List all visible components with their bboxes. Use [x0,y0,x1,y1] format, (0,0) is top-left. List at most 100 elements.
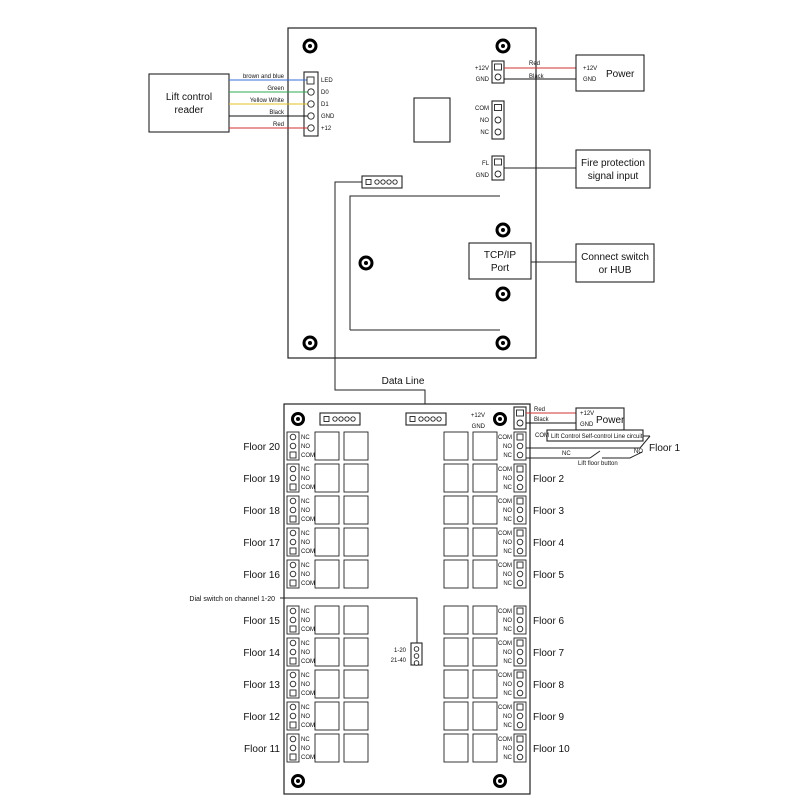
terminal-pin [516,579,524,587]
top-power-pin-12v: +12V [475,66,489,72]
terminal-pin [516,721,524,729]
floor-label-left: Floor 14 [243,648,280,659]
ext-power-black-label: Black [534,417,550,423]
left-pin-label: NO [301,444,310,450]
left-pin-label: NC [301,499,310,505]
terminal-pin [289,433,297,441]
terminal-pin [289,547,297,555]
relay-module [343,559,369,589]
wire-label-12: Red [273,122,284,128]
right-pin-label: COM [498,499,512,505]
terminal-pin [289,616,297,624]
left-pin-label: COM [301,755,315,761]
reader-pins [306,76,315,132]
reader-title-2: reader [175,105,205,116]
terminal-pin [516,744,524,752]
left-pin-label: NO [301,476,310,482]
relay-module [472,733,498,763]
relay-pin-no: NO [480,118,489,124]
wire-label-gnd: Black [269,110,285,116]
top-power-black-label: Black [529,74,545,80]
terminal-pin [516,680,524,688]
floor1-nc-label: NC [562,451,571,457]
right-pin-label: NC [503,755,512,761]
relay-module [443,527,469,557]
terminal-pin [289,570,297,578]
top-power-red-label: Red [529,61,540,67]
terminal-pin [516,616,524,624]
terminal-pin [516,506,524,514]
floor-label-left: Floor 13 [243,680,280,691]
right-pin-label: COM [498,531,512,537]
terminal-pin [516,547,524,555]
dial-switch-label: Dial switch on channel 1-20 [189,596,275,603]
floor-label-right: Floor 9 [533,712,565,723]
pin-label-d1: D1 [321,102,329,108]
relay-module [314,733,340,763]
left-pin-label: COM [301,453,315,459]
left-pin-label: NO [301,618,310,624]
relay-module [343,701,369,731]
right-pin-label: NO [503,746,512,752]
relay-pin-com: COM [475,106,489,112]
terminal-pin [516,639,524,647]
relay-module [343,733,369,763]
terminal-pin [516,538,524,546]
left-pin-label: COM [301,691,315,697]
tcp-line1: TCP/IP [484,250,517,261]
right-pin-label: NO [503,476,512,482]
floor-label-left: Floor 18 [243,506,280,517]
left-pin-label: COM [301,627,315,633]
terminal-pin [516,483,524,491]
chip [413,97,451,143]
right-pin-label: COM [498,737,512,743]
terminal-pin [516,561,524,569]
terminal-pin [289,648,297,656]
terminal-pin [289,703,297,711]
relay-module [443,701,469,731]
left-pin-label: NO [301,682,310,688]
fire-pin-gnd: GND [476,173,490,179]
floor-label-right: Floor 3 [533,506,565,517]
right-pin-label: COM [498,435,512,441]
terminal-pin [289,442,297,450]
floor-1-label: Floor 1 [649,443,681,454]
left-pin-label: NC [301,609,310,615]
relay-module [314,559,340,589]
terminal-pin [289,689,297,697]
left-pin-label: NO [301,508,310,514]
left-pin-label: COM [301,723,315,729]
left-pin-label: NC [301,467,310,473]
fire-box-line2: signal input [588,171,639,182]
right-pin-label: NO [503,650,512,656]
terminal-pin [289,497,297,505]
self-control-label: Lift Control Self-control Line circuit [551,434,643,440]
terminal-pin [289,561,297,569]
left-pin-label: COM [301,549,315,555]
right-pin-label: NC [503,659,512,665]
relay-module [443,559,469,589]
left-pin-label: NC [301,705,310,711]
right-pin-label: COM [498,673,512,679]
right-pin-label: NO [503,714,512,720]
reader-title-1: Lift control [166,92,212,103]
terminal-pin [516,625,524,633]
terminal-pin [516,529,524,537]
relay-module [472,701,498,731]
terminal-pin [289,529,297,537]
right-pin-label: NO [503,444,512,450]
relay-module [443,669,469,699]
relay-module [472,431,498,461]
inner-board-outline [349,195,500,330]
left-pin-label: NC [301,563,310,569]
right-pin-label: COM [498,705,512,711]
ext-power-title: Power [596,415,625,426]
floor-label-right: Floor 10 [533,744,570,755]
switch-line1: Connect switch [581,252,649,263]
left-pin-label: NC [301,673,310,679]
relay-module [443,733,469,763]
relay-module [472,559,498,589]
top-power-box-12v: +12V [583,66,597,72]
floor-label-left: Floor 17 [243,538,280,549]
relay-module [314,669,340,699]
